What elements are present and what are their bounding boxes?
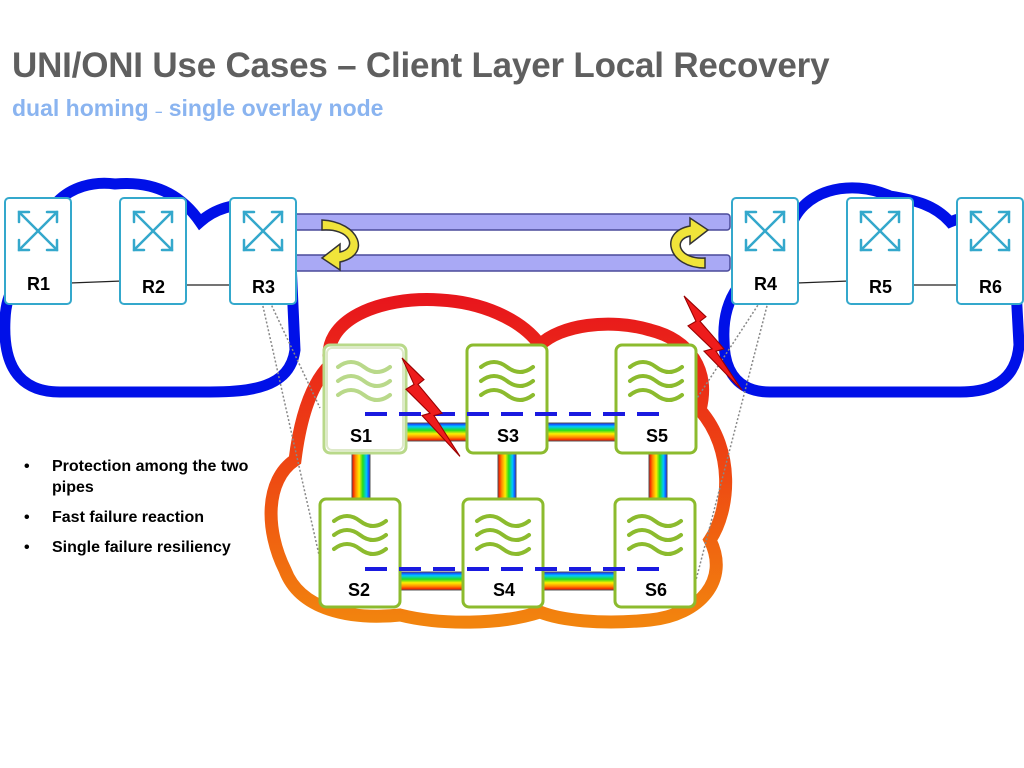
bullet-item: Fast failure reaction [20, 507, 270, 528]
pipe-working [293, 213, 731, 231]
switch-s5-label: S5 [646, 426, 668, 446]
switch-s2[interactable]: S2 [318, 497, 402, 609]
router-r5-label: R5 [869, 277, 892, 297]
page-subtitle: dual homing – single overlay node [12, 95, 383, 122]
switch-s5[interactable]: S5 [614, 343, 698, 455]
curved-arrow-icon [320, 219, 360, 272]
subtitle-part-2: single overlay node [168, 95, 384, 121]
switch-s1-label: S1 [350, 426, 372, 446]
subtitle-separator: – [155, 104, 163, 119]
switch-s3-label: S3 [497, 426, 519, 446]
subtitle-part-1: dual homing [12, 95, 149, 121]
switch-s1[interactable]: S1 [322, 343, 408, 455]
lightning-bolt-icon [401, 357, 461, 457]
router-r5[interactable]: R5 [845, 196, 915, 306]
link-s1-s2 [351, 451, 371, 501]
link-s3-s5 [543, 422, 619, 442]
link-s5-s6 [648, 451, 668, 501]
switch-s6-label: S6 [645, 580, 667, 600]
switch-s4-label: S4 [493, 580, 515, 600]
optical-wave-icon [336, 360, 392, 402]
switch-s2-label: S2 [348, 580, 370, 600]
curved-arrow-icon [670, 216, 710, 269]
router-links [69, 280, 957, 286]
router-r3[interactable]: R3 [228, 196, 298, 306]
link-s2-s4 [397, 571, 467, 591]
switch-s4[interactable]: S4 [461, 497, 545, 609]
switch-s3[interactable]: S3 [465, 343, 549, 455]
router-r2-label: R2 [142, 277, 165, 297]
switch-s6[interactable]: S6 [613, 497, 697, 609]
bullet-item: Protection among the two pipes [20, 456, 270, 498]
bullet-item: Single failure resiliency [20, 537, 270, 558]
link-s4-s6 [539, 571, 617, 591]
router-r6-label: R6 [979, 277, 1002, 297]
bullet-list: Protection among the two pipes Fast fail… [20, 456, 270, 567]
client-cloud-right [718, 182, 1024, 398]
router-r4-label: R4 [754, 274, 777, 294]
pipe-protection [293, 254, 731, 272]
access-links [261, 301, 769, 587]
router-r2[interactable]: R2 [118, 196, 188, 306]
router-r4[interactable]: R4 [730, 196, 800, 306]
router-r1[interactable]: R1 [3, 196, 73, 306]
server-cloud [264, 293, 733, 629]
overlay-pipes [293, 213, 731, 272]
page-title: UNI/ONI Use Cases – Client Layer Local R… [12, 46, 830, 85]
router-r6[interactable]: R6 [955, 196, 1024, 306]
router-r1-label: R1 [27, 274, 50, 294]
protection-path-lines [365, 412, 670, 571]
link-s3-s4 [497, 451, 517, 501]
router-r3-label: R3 [252, 277, 275, 297]
